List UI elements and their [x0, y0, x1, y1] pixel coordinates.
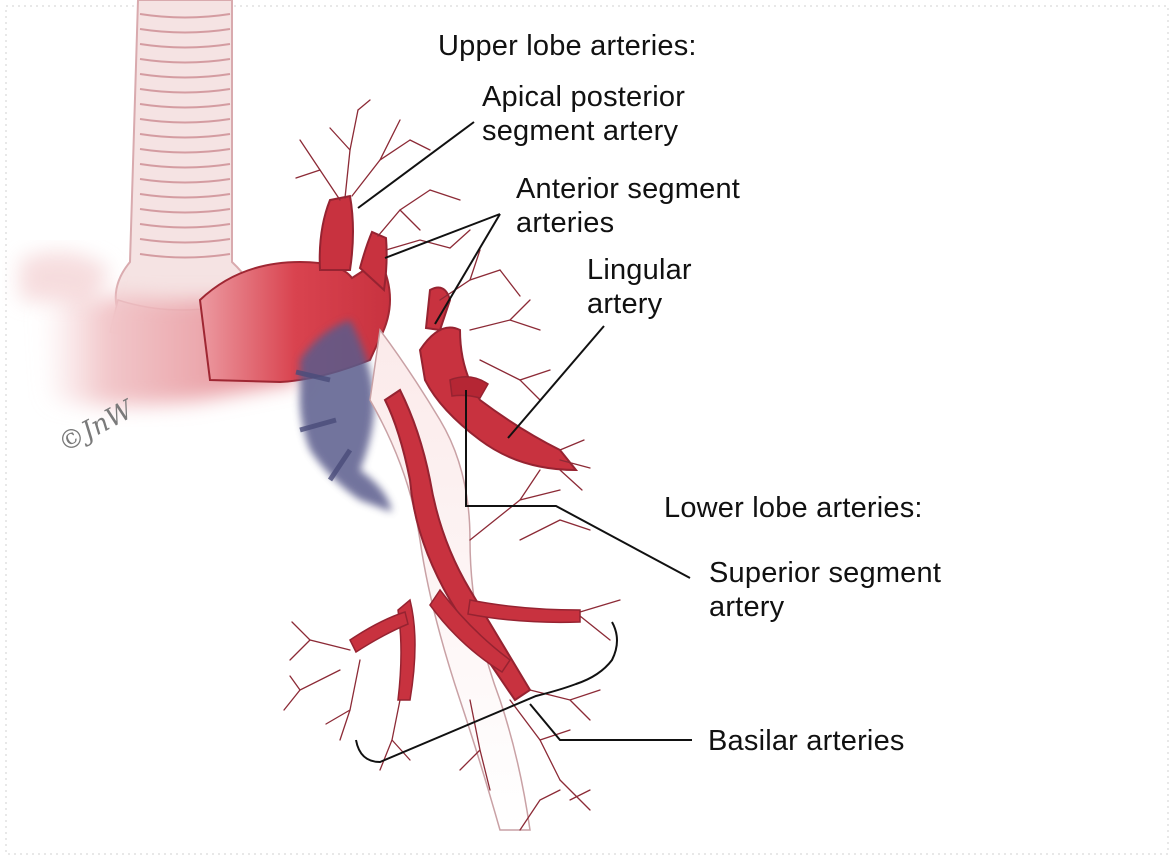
label-superior-segment-line2: artery	[709, 590, 941, 624]
label-lingular-line1: Lingular	[587, 253, 692, 287]
apical-posterior-branch	[320, 196, 353, 270]
label-anterior-segment-arteries: Anterior segment arteries	[516, 172, 740, 240]
label-apical-posterior-segment-artery: Apical posterior segment artery	[482, 80, 685, 148]
label-superior-segment-artery: Superior segment artery	[709, 556, 941, 624]
label-upper-lobe-arteries: Upper lobe arteries:	[438, 29, 697, 63]
anterior-leader-1	[385, 214, 500, 258]
label-superior-segment-line1: Superior segment	[709, 556, 941, 590]
label-anterior-segment-line1: Anterior segment	[516, 172, 740, 206]
label-lingular-artery: Lingular artery	[587, 253, 692, 321]
label-lingular-line2: artery	[587, 287, 692, 321]
label-apical-posterior-line2: segment artery	[482, 114, 685, 148]
label-anterior-segment-line2: arteries	[516, 206, 740, 240]
basilar-leader	[530, 704, 692, 740]
label-apical-posterior-line1: Apical posterior	[482, 80, 685, 114]
label-basilar-arteries: Basilar arteries	[708, 724, 905, 758]
anterior-leader-2	[435, 214, 500, 324]
label-lower-lobe-arteries: Lower lobe arteries:	[664, 491, 923, 525]
